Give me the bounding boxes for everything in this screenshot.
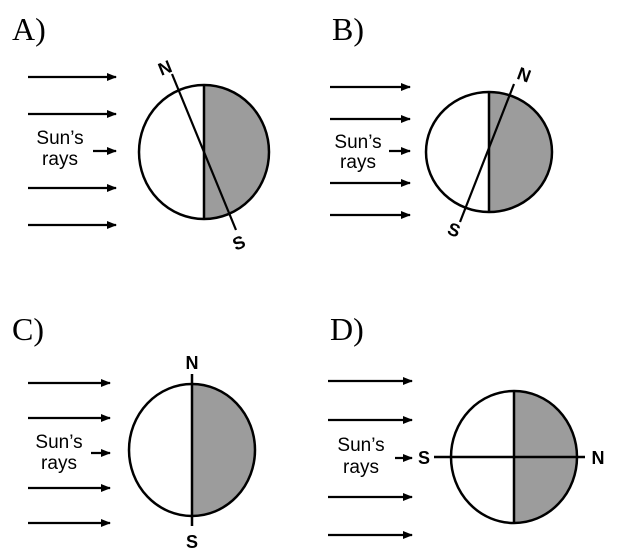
sun-rays-label: Sun’s rays	[27, 123, 93, 173]
sun-label-line1: Sun’s	[337, 435, 384, 456]
earth-globe	[434, 389, 585, 525]
panel-a: A) Sun’s rays N S	[12, 11, 271, 255]
sun-rays-label: Sun’s rays	[27, 428, 91, 476]
night-side	[192, 384, 255, 516]
sun-rays-label: Sun’s rays	[327, 431, 395, 481]
panel-label: C)	[12, 311, 44, 347]
night-side	[489, 92, 552, 212]
earth-axis	[458, 83, 516, 223]
panel-b: B) Sun’s rays N S	[329, 11, 554, 242]
panel-label: A)	[12, 11, 46, 47]
sun-label-line1: Sun’s	[334, 132, 381, 153]
sun-label-line2: rays	[340, 152, 376, 173]
south-pole-label: S	[230, 231, 249, 254]
sun-label-line2: rays	[42, 149, 78, 170]
earth-globe	[127, 374, 257, 526]
south-pole-label: S	[445, 219, 463, 242]
earth-globe	[424, 83, 554, 223]
north-pole-label: N	[514, 63, 533, 86]
sun-label-line2: rays	[343, 457, 379, 478]
south-pole-label: S	[418, 448, 430, 468]
panel-label: D)	[330, 311, 364, 347]
north-pole-label: N	[592, 448, 605, 468]
sun-label-line1: Sun’s	[36, 128, 83, 149]
sun-label-line1: Sun’s	[35, 432, 82, 453]
sun-rays-label: Sun’s rays	[329, 129, 389, 175]
panel-c: C) Sun’s rays N S	[12, 311, 257, 552]
earth-axis	[170, 73, 238, 231]
sun-label-line2: rays	[41, 453, 77, 474]
north-pole-label: N	[186, 353, 199, 373]
south-pole-label: S	[186, 532, 198, 552]
panel-d: D) Sun’s rays S N	[327, 311, 605, 539]
panel-label: B)	[332, 11, 364, 47]
night-side	[204, 85, 269, 219]
earth-globe	[137, 73, 271, 231]
